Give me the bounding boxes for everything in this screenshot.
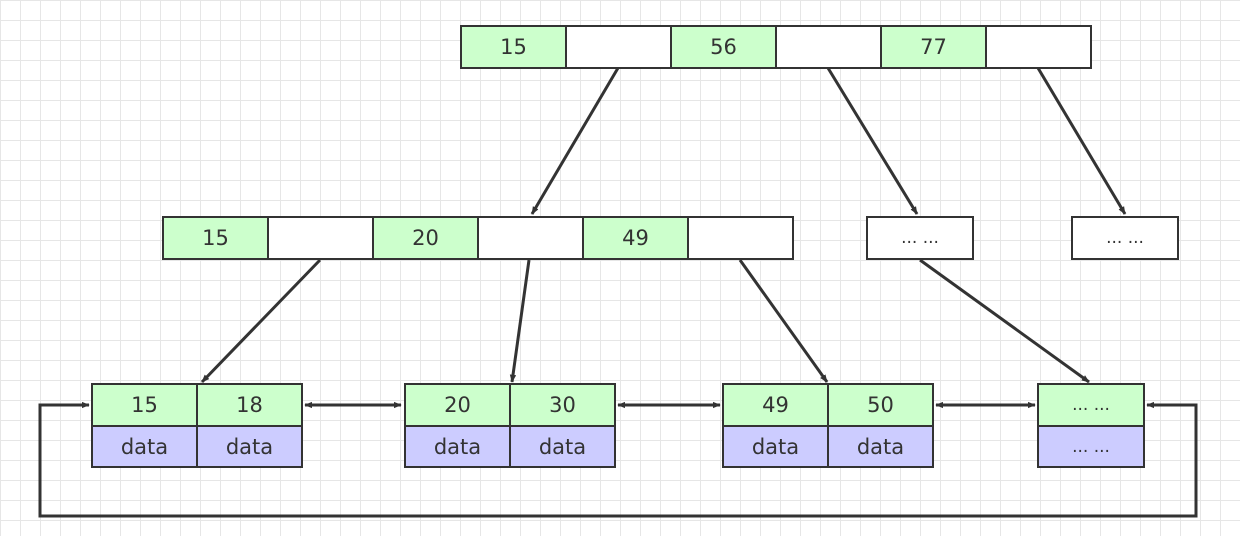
leaf-3-key-2: 50 [829, 385, 932, 427]
root-pointer-2 [777, 27, 882, 67]
internal-key-2: 20 [374, 218, 479, 258]
leaf-2-key-1: 20 [406, 385, 511, 427]
leaf-1-data-2: data [198, 427, 301, 466]
edge-internal-other-to-leaf-4 [919, 258, 1090, 384]
internal-other-1-label: ... ... [868, 218, 972, 258]
root-pointer-3 [987, 27, 1090, 67]
leaf-4-key: ... ... [1039, 385, 1143, 427]
leaf-3-data-1: data [724, 427, 829, 466]
internal-pointer-2 [479, 218, 584, 258]
root-node: 15 56 77 [460, 25, 1092, 69]
leaf-node-4: ... ... ... ... [1037, 383, 1145, 468]
leaf-2-key-2: 30 [511, 385, 614, 427]
leaf-wrap-link [38, 401, 1198, 518]
root-key-3: 77 [882, 27, 987, 67]
edge-root-to-internal-other-1 [826, 67, 919, 215]
leaf-node-1: 15 18 data data [91, 383, 303, 468]
root-key-2: 56 [672, 27, 777, 67]
leaf-3-data-2: data [829, 427, 932, 466]
leaf-2-data-1: data [406, 427, 511, 466]
leaf-4-data: ... ... [1039, 427, 1143, 466]
internal-pointer-3 [689, 218, 792, 258]
internal-other-2-label: ... ... [1073, 218, 1177, 258]
edge-internal-to-leaf-2 [509, 259, 531, 383]
edge-internal-to-leaf-1 [200, 258, 322, 384]
leaf-1-key-2: 18 [198, 385, 301, 427]
leaf-node-2: 20 30 data data [404, 383, 616, 468]
root-key-1: 15 [462, 27, 567, 67]
internal-node-other-1: ... ... [866, 216, 974, 260]
leaf-2-data-2: data [511, 427, 614, 466]
internal-key-1: 15 [164, 218, 269, 258]
edge-internal-to-leaf-3 [738, 259, 829, 383]
root-pointer-1 [567, 27, 672, 67]
leaf-3-key-1: 49 [724, 385, 829, 427]
internal-pointer-1 [269, 218, 374, 258]
leaf-1-key-1: 15 [93, 385, 198, 427]
internal-node-main: 15 20 49 [162, 216, 794, 260]
edge-root-to-internal-other-2 [1036, 67, 1127, 215]
internal-key-3: 49 [584, 218, 689, 258]
leaf-node-3: 49 50 data data [722, 383, 934, 468]
internal-node-other-2: ... ... [1071, 216, 1179, 260]
leaf-1-data-1: data [93, 427, 198, 466]
edge-root-to-internal-main [530, 67, 620, 215]
